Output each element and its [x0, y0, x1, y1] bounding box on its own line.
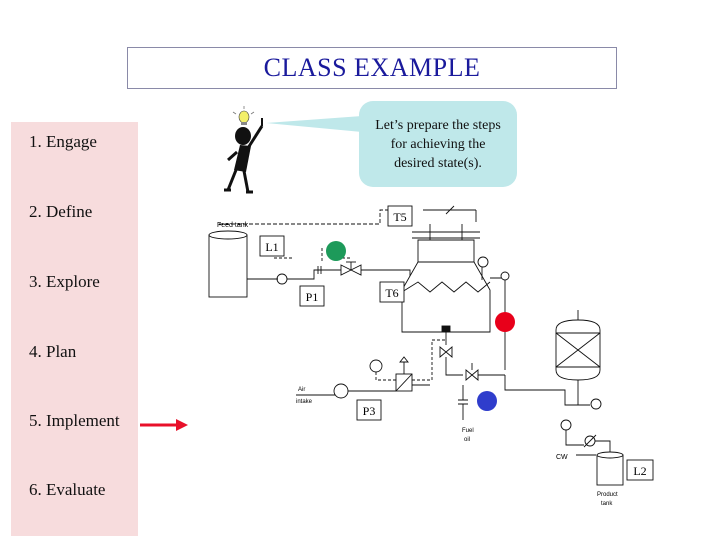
tag-p1-text: P1 [306, 290, 319, 304]
tag-p3-text: P3 [363, 404, 376, 418]
step-engage: 1. Engage [29, 132, 97, 151]
fuel-label-line1: Fuel [462, 428, 474, 434]
speech-text: Let’s prepare the steps for achieving th… [375, 117, 501, 171]
product-tank [596, 451, 624, 486]
fuel-label-line2: oil [464, 437, 470, 443]
speech-bubble: Let’s prepare the steps for achieving th… [359, 101, 517, 187]
air-label-line2: intake [296, 399, 313, 405]
tag-p1: P1 [299, 285, 325, 307]
tag-t6-text: T6 [385, 286, 398, 300]
outlet-valve-icon [439, 346, 453, 358]
blue-indicator-light [477, 391, 497, 411]
stick-figure-icon [224, 118, 264, 194]
tag-p3: P3 [356, 399, 382, 421]
steps-panel: 1. Engage 2. Define 3. Explore 4. Plan 5… [11, 122, 138, 536]
step-plan: 4. Plan [29, 342, 77, 361]
tag-t6: T6 [379, 281, 405, 303]
feed-pump-icon [276, 273, 288, 285]
column-vessel [555, 310, 601, 381]
tag-t5-text: T5 [393, 210, 406, 224]
feed-control-valve-icon [340, 261, 362, 276]
tag-t5: T5 [387, 205, 413, 227]
step-implement: 5. Implement [29, 411, 120, 430]
tag-l2-text: L2 [633, 464, 646, 478]
speech-bubble-tail [266, 116, 362, 132]
green-indicator-light [326, 241, 346, 261]
current-step-arrow-icon [140, 419, 188, 431]
lightbulb-icon [232, 106, 255, 125]
step-define: 2. Define [29, 202, 93, 221]
step-explore: 3. Explore [29, 272, 100, 291]
tag-l1: L1 [259, 235, 285, 257]
page-title: CLASS EXAMPLE [263, 53, 481, 82]
step-evaluate: 6. Evaluate [29, 480, 106, 499]
feed-tank [208, 230, 248, 298]
tag-l2: L2 [626, 459, 654, 481]
tag-l1-text: L1 [265, 240, 278, 254]
product-label-line2: tank [601, 501, 613, 507]
feed-tank-label: Feed tank [217, 222, 249, 229]
reactor-vessel [401, 224, 491, 345]
air-label-line1: Air [298, 387, 305, 393]
product-label-line1: Product [597, 492, 618, 498]
red-indicator-light [495, 312, 515, 332]
title-box: CLASS EXAMPLE [127, 47, 617, 89]
cw-label: CW [556, 454, 568, 461]
air-blower-icon [333, 383, 349, 399]
